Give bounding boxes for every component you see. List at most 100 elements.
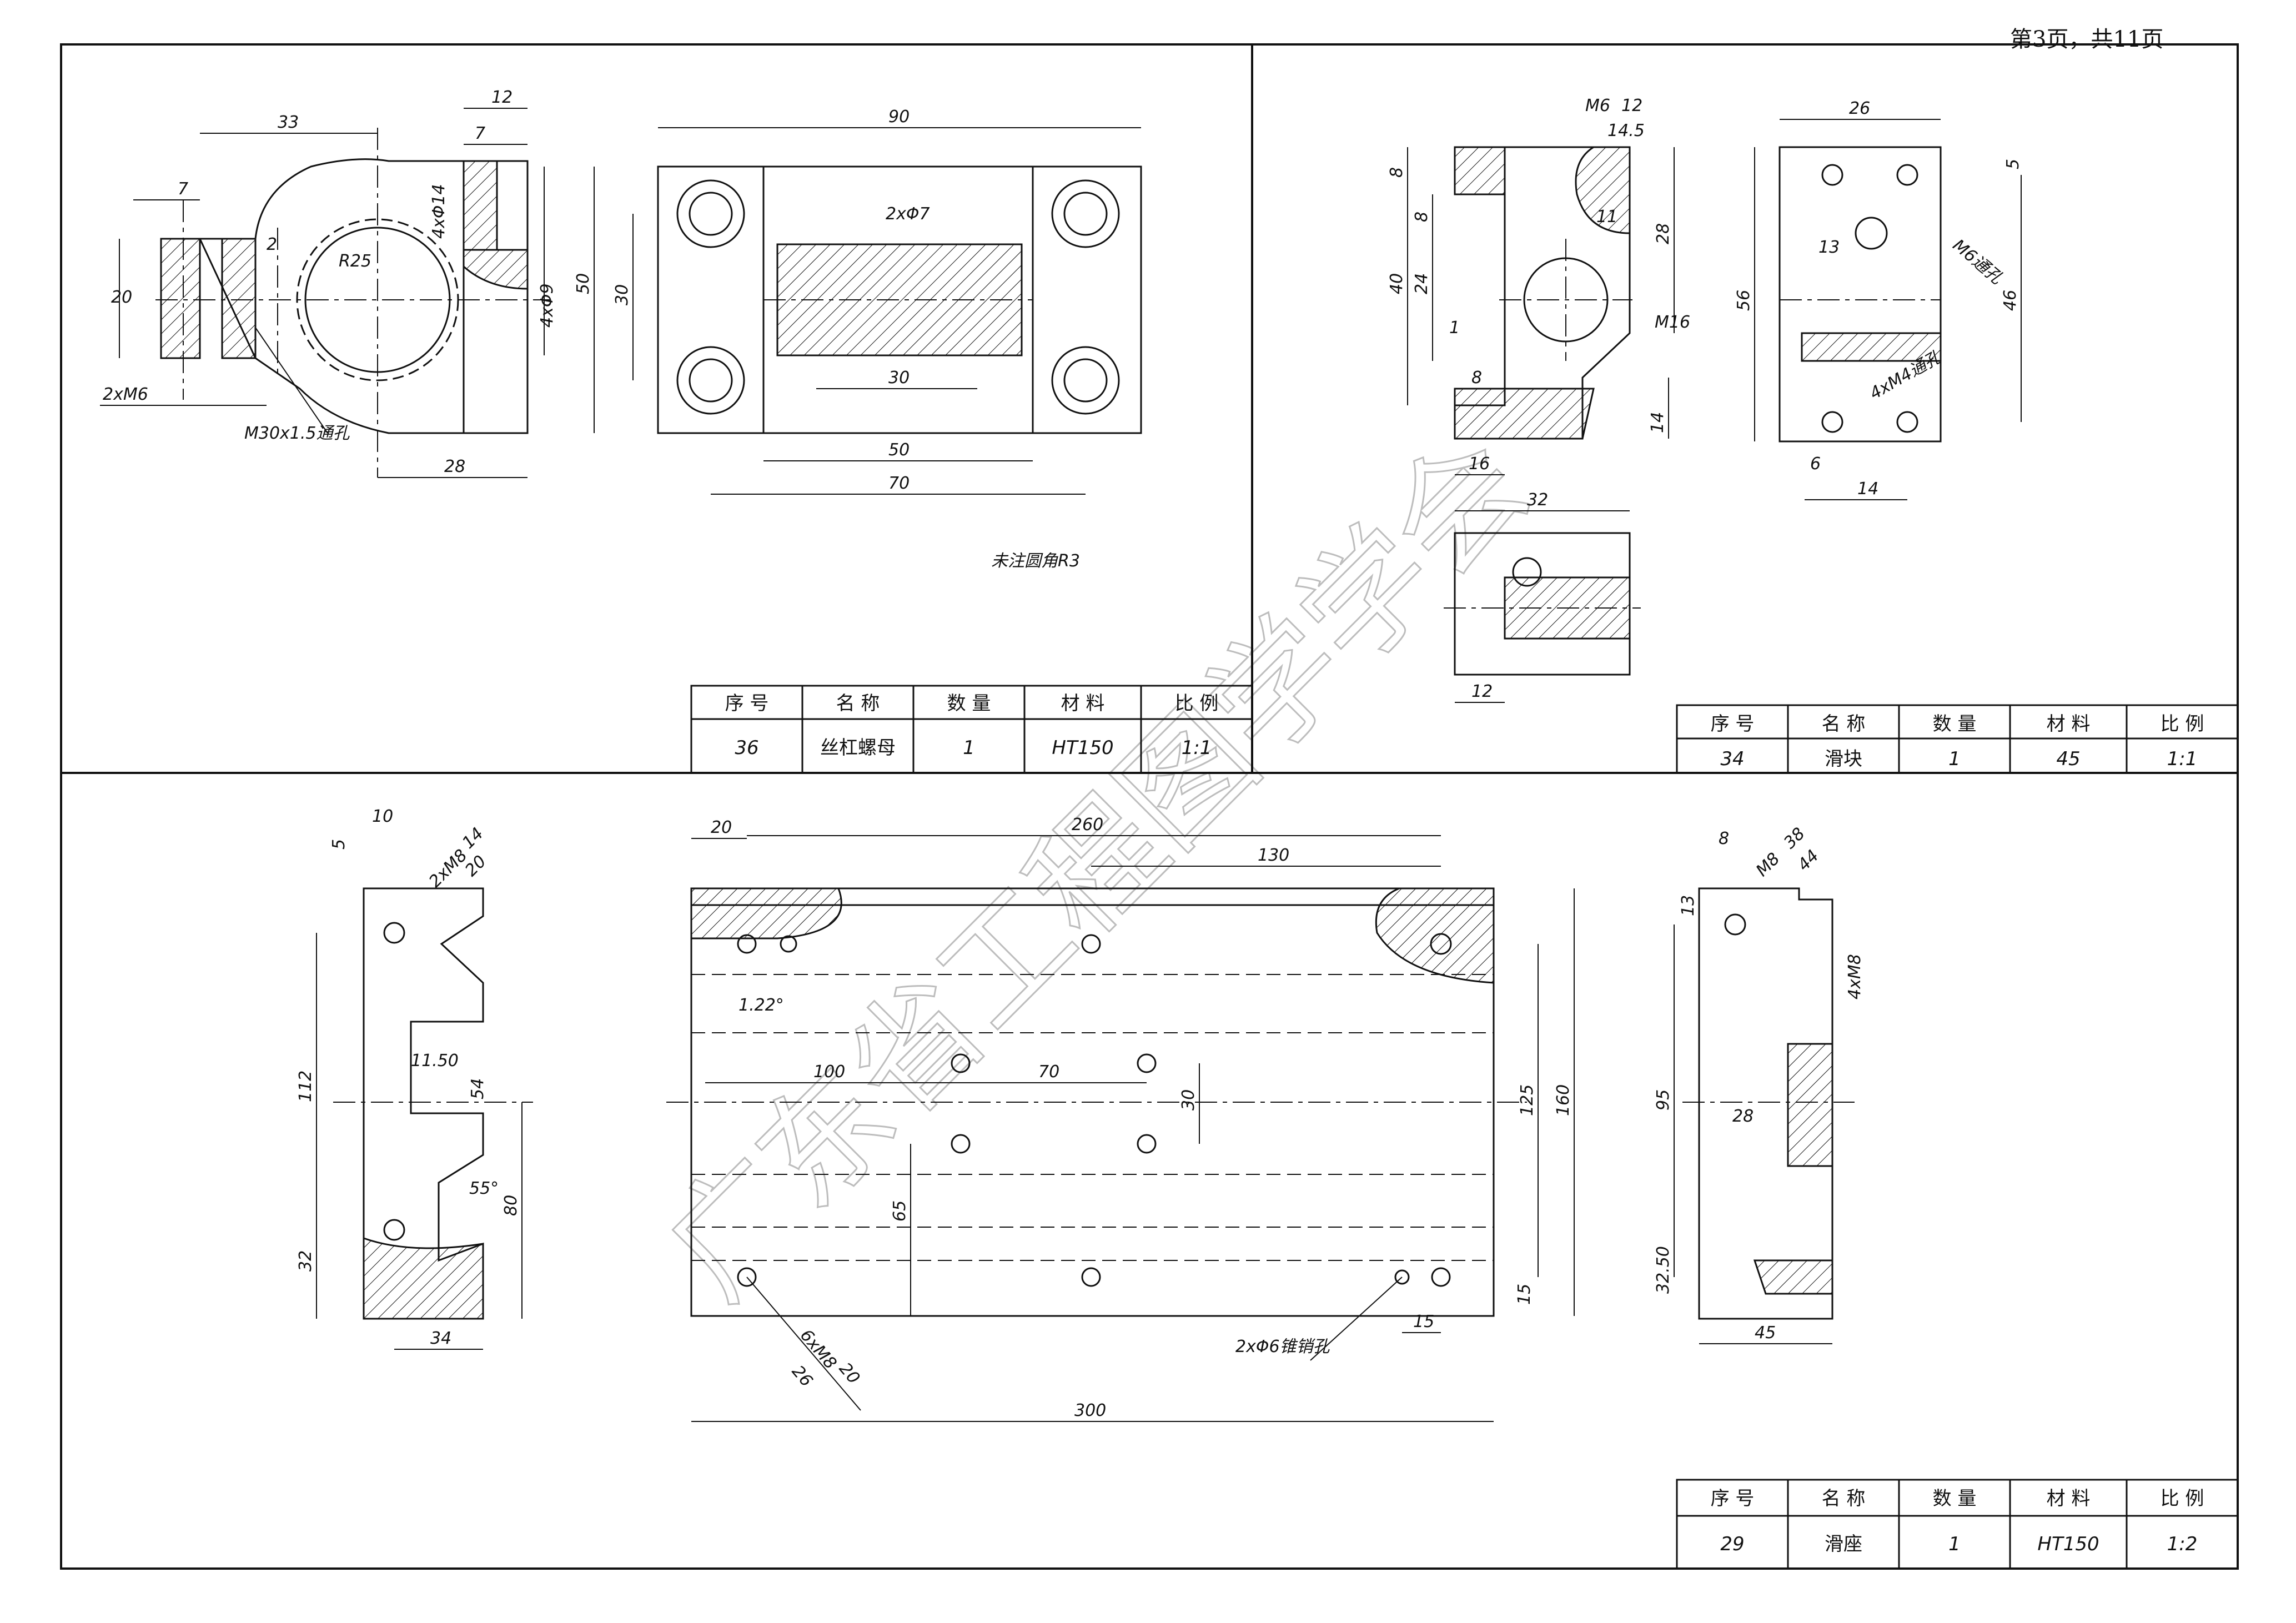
tb34-v0: 34 — [1720, 748, 1744, 770]
tb36-v0: 36 — [735, 737, 758, 759]
dim-28: 28 — [1732, 1107, 1754, 1126]
dim-24: 24 — [1412, 273, 1431, 294]
dim-2x7: 2xΦ7 — [886, 204, 930, 224]
part-36-dimensions — [100, 108, 545, 478]
dim-6: 6 — [1810, 454, 1821, 474]
dim-8c: 8 — [1471, 368, 1482, 388]
dim-33: 33 — [278, 113, 299, 132]
tb36-h1: 名 称 — [836, 692, 880, 715]
dim-40: 40 — [1387, 273, 1406, 294]
dim-46: 46 — [2001, 290, 2020, 311]
title-block-29: 序 号 名 称 数 量 材 料 比 例 29 滑座 1 HT150 1:2 — [1676, 1479, 2239, 1570]
dim-100: 100 — [813, 1062, 845, 1082]
dim-32-50: 32.50 — [1654, 1246, 1673, 1294]
dim-54: 54 — [468, 1078, 488, 1099]
tb29-v0: 29 — [1720, 1533, 1744, 1555]
tb34-h3: 材 料 — [2047, 713, 2091, 735]
dim-1: 1 — [1449, 318, 1460, 338]
part-36-front-view — [155, 128, 550, 478]
tb34-h4: 比 例 — [2161, 713, 2204, 735]
part-36-top-dimensions — [594, 127, 1141, 495]
dim-6xm8-d1: 20 — [835, 1359, 863, 1388]
dim-13: 13 — [1679, 895, 1698, 916]
dim-m8-d2: 44 — [1794, 846, 1823, 875]
dim-12: 12 — [1471, 682, 1493, 701]
dim-5: 5 — [329, 839, 349, 850]
part-34-dimensions — [1407, 119, 2022, 703]
dim-7a: 7 — [475, 124, 485, 143]
title-block-34: 序 号 名 称 数 量 材 料 比 例 34 滑块 1 45 1:1 — [1676, 704, 2239, 774]
tb34-v2: 1 — [1948, 748, 1961, 770]
dim-65: 65 — [890, 1200, 910, 1222]
part-34-bottom-view — [1444, 532, 1641, 676]
dim-11-50: 11.50 — [411, 1051, 459, 1071]
dim-m6-depth: 12 — [1621, 96, 1642, 115]
dim-8: 8 — [1719, 829, 1729, 848]
dim-90: 90 — [888, 107, 910, 127]
tb29-h0: 序 号 — [1711, 1488, 1755, 1510]
tb34-h0: 序 号 — [1711, 713, 1755, 735]
dim-125: 125 — [1518, 1084, 1537, 1116]
part-29-left-view — [333, 887, 533, 1320]
dim-12: 12 — [491, 88, 513, 107]
watermark: 广东省工程图学学会 — [639, 409, 1556, 1326]
tb36-h4: 比 例 — [1175, 692, 1219, 715]
dim-4x9: 4xΦ9 — [537, 283, 557, 328]
tb34-h2: 数 量 — [1933, 713, 1977, 735]
dim-m30: M30x1.5通孔 — [244, 424, 350, 443]
dim-70: 70 — [1038, 1062, 1059, 1082]
dim-m8-d1: 38 — [1780, 824, 1809, 853]
tb36-v4: 1:1 — [1182, 737, 1212, 759]
tb36-v2: 1 — [963, 737, 975, 759]
dim-2x6-pin: 2xΦ6锥销孔 — [1235, 1337, 1330, 1356]
dim-2: 2 — [267, 235, 277, 254]
part-36-top-dim-text: 90 50 30 2xΦ7 30 50 70 未注圆角R3 — [574, 107, 1080, 571]
dim-56: 56 — [1734, 290, 1754, 311]
tb36-h0: 序 号 — [725, 692, 769, 715]
dim-130: 130 — [1258, 846, 1289, 865]
dim-8a: 8 — [1387, 167, 1406, 178]
dim-15v: 15 — [1515, 1284, 1534, 1305]
part-29-right-view — [1682, 887, 1855, 1320]
dim-2xm6: 2xM6 — [103, 385, 148, 404]
tb34-v4: 1:1 — [2167, 748, 2198, 770]
dim-30h: 30 — [888, 368, 910, 388]
part-29-dimensions — [316, 835, 1832, 1422]
tb29-h2: 数 量 — [1933, 1488, 1977, 1510]
dim-26: 26 — [1849, 99, 1870, 118]
dim-m8: M8 — [1752, 849, 1784, 881]
part-36-note: 未注圆角R3 — [991, 551, 1080, 571]
dim-4xm8: 4xM8 — [1845, 954, 1865, 999]
dim-16: 16 — [1469, 454, 1490, 474]
dim-30: 30 — [1179, 1089, 1198, 1111]
tb34-v1: 滑块 — [1825, 748, 1862, 770]
tb34-h1: 名 称 — [1822, 713, 1866, 735]
tb29-v2: 1 — [1948, 1533, 1961, 1555]
dim-20: 20 — [711, 818, 732, 837]
dim-55deg: 55° — [469, 1179, 499, 1198]
dim-14b: 14 — [1857, 479, 1878, 499]
dim-300: 300 — [1074, 1401, 1106, 1420]
part-29-front-view — [666, 887, 1527, 1317]
part-36-top-view — [657, 165, 1142, 434]
dim-13: 13 — [1818, 238, 1840, 257]
dim-m16: M16 — [1655, 313, 1690, 332]
tb36-v1: 丝杠螺母 — [820, 737, 896, 759]
tb29-h1: 名 称 — [1822, 1488, 1866, 1510]
part-36-dimension-text: 33 12 7 7 20 2 R25 4xΦ14 4xΦ9 2xM6 M30x1… — [103, 88, 557, 476]
dim-20: 20 — [111, 288, 132, 307]
dim-10: 10 — [372, 807, 393, 826]
dim-8b: 8 — [1412, 212, 1431, 222]
part-34-dim-text: M6 12 14.5 8 8 40 24 1 8 11 28 M16 14 16… — [1387, 96, 2023, 701]
dim-30v: 30 — [612, 284, 632, 305]
tb36-h3: 材 料 — [1061, 692, 1105, 715]
dim-50v: 50 — [574, 273, 593, 294]
dim-6xm8-d2: 26 — [788, 1362, 816, 1391]
dim-260: 260 — [1072, 815, 1103, 835]
dim-50h: 50 — [888, 440, 910, 460]
dim-15h: 15 — [1413, 1312, 1434, 1331]
dim-11: 11 — [1596, 207, 1617, 227]
title-block-36: 序 号 名 称 数 量 材 料 比 例 36 丝杠螺母 1 HT150 1:1 — [690, 685, 1253, 774]
dim-m6-through: M6通孔 — [1949, 235, 2007, 288]
dim-70: 70 — [888, 474, 910, 493]
